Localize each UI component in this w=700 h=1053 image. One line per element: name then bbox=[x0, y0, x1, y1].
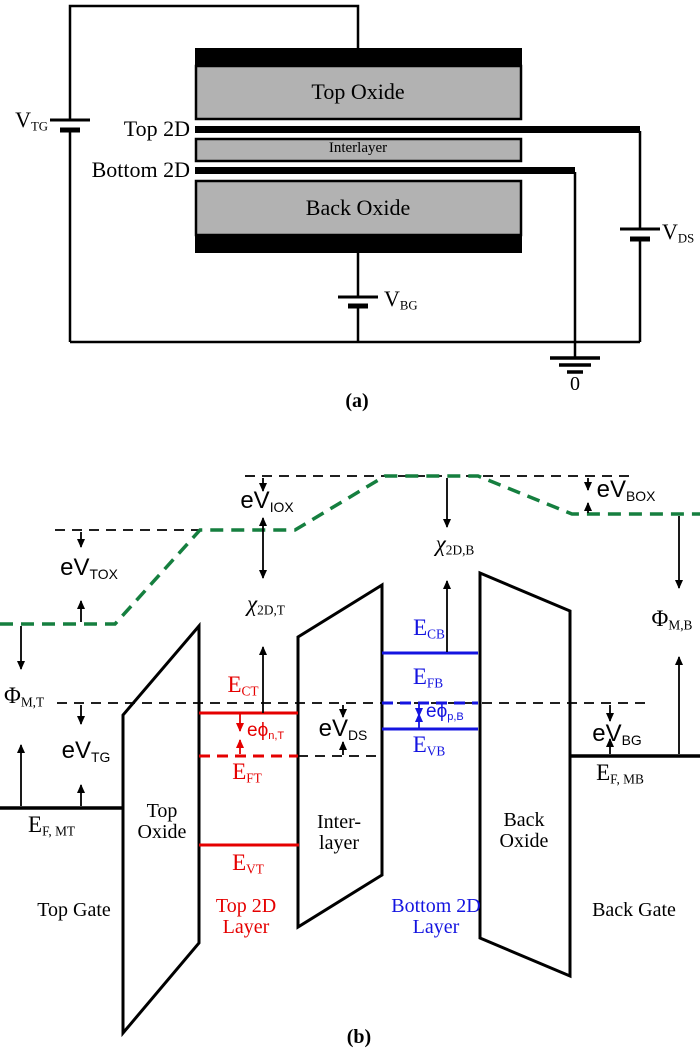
ephi-pb-label: eϕp,B bbox=[426, 701, 464, 724]
phi-mt-label: ΦM,T bbox=[4, 683, 45, 710]
ev-iox-label: eVIOX bbox=[240, 487, 294, 515]
interlayer-layer bbox=[194, 137, 523, 163]
metal-fermi-lines bbox=[0, 754, 700, 810]
ev-tg-label: eVTG bbox=[61, 737, 111, 765]
ground-zero-label: 0 bbox=[570, 373, 580, 395]
reference-dashed-lines bbox=[55, 475, 650, 757]
top-2d-label: Top 2D bbox=[123, 116, 190, 141]
efb-label: EFB bbox=[412, 664, 444, 691]
chi-2db-label: χ2D,B bbox=[435, 531, 475, 558]
ev-tox-label: eVTOX bbox=[60, 554, 118, 582]
back-oxide-barrier bbox=[478, 570, 572, 979]
evb-label: EVB bbox=[412, 732, 446, 759]
circuit-diagram bbox=[68, 4, 642, 358]
vds-label: VDS bbox=[662, 219, 695, 246]
ef-mb-label: EF, MB bbox=[596, 760, 644, 787]
top-gate-electrode bbox=[195, 48, 522, 66]
chi-2dt-label: χ2D,T bbox=[247, 591, 285, 618]
ect-label: ECT bbox=[227, 672, 259, 699]
interlayer-label: Interlayer bbox=[328, 140, 388, 156]
evt-label: EVT bbox=[232, 850, 264, 877]
back-gate-region-label: Back Gate bbox=[592, 899, 676, 921]
top-oxide-layer bbox=[194, 64, 523, 121]
ground-symbol bbox=[550, 356, 600, 374]
top-oxide-barrier bbox=[121, 621, 201, 1038]
panel-b-caption: (b) bbox=[346, 1026, 372, 1048]
back-gate-electrode bbox=[195, 235, 522, 253]
colored-arrows bbox=[236, 704, 423, 754]
annotation-arrows bbox=[17, 478, 683, 806]
bottom-2d-label: Bottom 2D bbox=[91, 157, 190, 182]
bottom-2d-sheet bbox=[195, 167, 575, 174]
ev-box-label: eVBOX bbox=[596, 476, 656, 504]
interlayer-barrier bbox=[296, 582, 384, 930]
ecb-label: ECB bbox=[413, 615, 445, 642]
top-gate-region-label: Top Gate bbox=[37, 899, 111, 921]
panel-a-caption: (a) bbox=[345, 390, 369, 412]
ev-bg-label: eVBG bbox=[592, 720, 642, 748]
bottom-2d-band-lines bbox=[382, 651, 478, 731]
back-oxide-layer bbox=[194, 179, 523, 237]
interlayer-region-label: Inter-layer bbox=[316, 811, 362, 854]
vacuum-level-line bbox=[0, 474, 700, 626]
ev-ds-label: eVDS bbox=[318, 715, 368, 743]
top-2d-sheet bbox=[195, 126, 640, 133]
battery-symbols bbox=[50, 118, 660, 309]
phi-mb-label: ΦM,B bbox=[651, 606, 693, 633]
top-2d-band-lines bbox=[199, 711, 299, 847]
layer-stack bbox=[194, 48, 640, 253]
vbg-label: VBG bbox=[384, 286, 418, 313]
ef-mt-label: EF, MT bbox=[28, 812, 76, 839]
top-gate-wire bbox=[68, 4, 360, 120]
vtg-label: VTG bbox=[15, 107, 48, 134]
eft-label: EFT bbox=[232, 759, 262, 786]
back-oxide-label: Back Oxide bbox=[305, 195, 411, 220]
oxide-barriers bbox=[121, 570, 572, 1038]
ephi-nt-label: eϕn,T bbox=[247, 720, 285, 743]
top-oxide-label: Top Oxide bbox=[311, 79, 405, 104]
